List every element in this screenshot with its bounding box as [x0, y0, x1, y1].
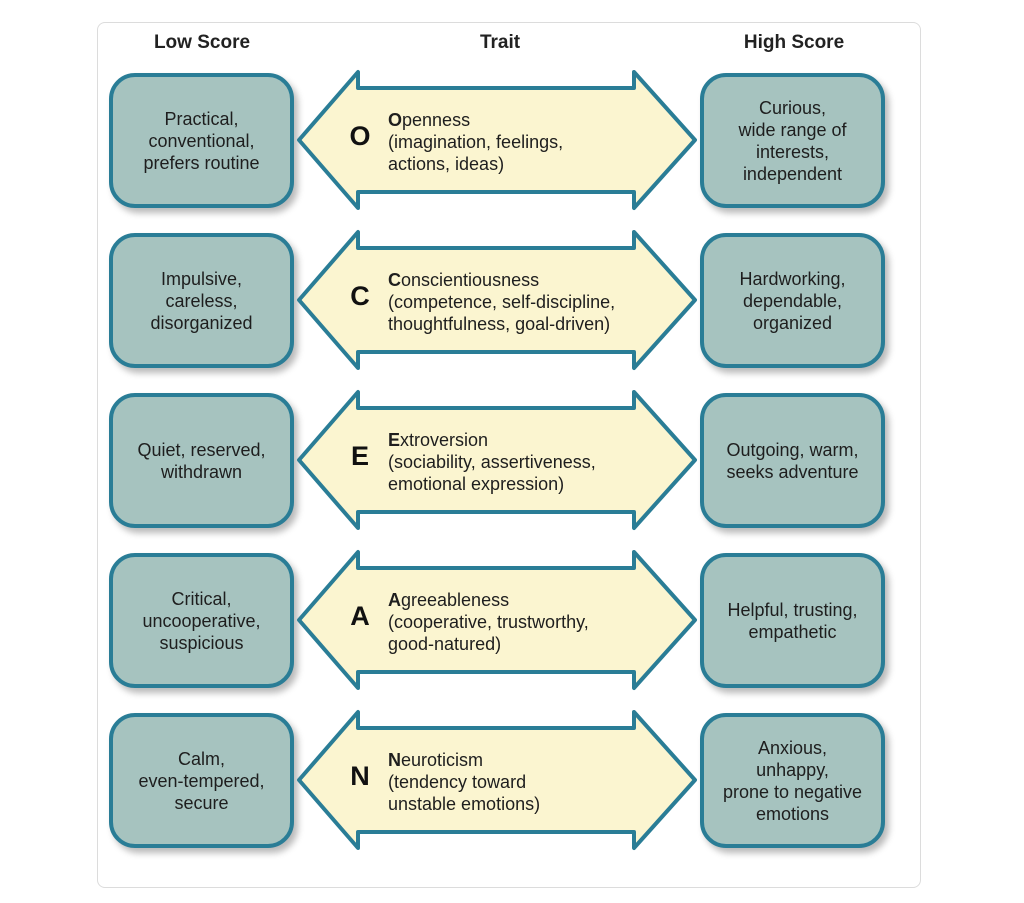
high-score-text: Curious, wide range of interests, indepe… [738, 97, 847, 184]
trait-letter: E [350, 441, 369, 471]
trait-name-rest: onscientiousness [401, 270, 540, 290]
trait-name: Extroversion [388, 429, 678, 451]
low-score-text: Impulsive, careless, disorganized [150, 268, 253, 333]
low-score-text: Quiet, reserved, withdrawn [137, 439, 266, 482]
trait-name: Neuroticism [388, 749, 678, 771]
trait-description: (tendency toward unstable emotions) [388, 772, 541, 814]
low-score-text: Practical, conventional, prefers routine [143, 108, 260, 173]
low-score-box: Calm, even-tempered, secure [109, 713, 294, 848]
trait-row-openness: Practical, conventional, prefers routine… [0, 70, 1024, 213]
high-score-box: Curious, wide range of interests, indepe… [700, 73, 885, 208]
trait-text-block: Openness (imagination, feelings, actions… [388, 109, 678, 175]
trait-name-rest: penness [402, 110, 471, 130]
high-score-box: Outgoing, warm, seeks adventure [700, 393, 885, 528]
low-score-text: Critical, uncooperative, suspicious [142, 588, 261, 653]
trait-name-rest: xtroversion [400, 430, 489, 450]
double-arrow-shape [297, 390, 697, 530]
trait-name: Conscientiousness [388, 269, 678, 291]
trait-description: (sociability, assertiveness, emotional e… [388, 452, 596, 494]
low-score-box: Quiet, reserved, withdrawn [109, 393, 294, 528]
trait-name-initial: A [388, 590, 401, 610]
trait-row-extroversion: Quiet, reserved, withdrawn E Extroversio… [0, 390, 1024, 533]
double-arrow-shape [297, 550, 697, 690]
trait-letter: O [349, 121, 371, 151]
trait-text-block: Neuroticism (tendency toward unstable em… [388, 749, 678, 815]
trait-letter: A [350, 601, 370, 631]
trait-description: (competence, self-discipline, thoughtful… [388, 292, 616, 334]
double-arrow-shape [297, 710, 697, 850]
header-trait: Trait [479, 32, 521, 53]
trait-letter: C [350, 281, 370, 311]
high-score-box: Hardworking, dependable, organized [700, 233, 885, 368]
trait-name: Openness [388, 109, 678, 131]
trait-row-conscientiousness: Impulsive, careless, disorganized C Cons… [0, 230, 1024, 373]
trait-name-initial: E [388, 430, 401, 450]
double-arrow-shape [297, 70, 697, 210]
trait-name-initial: N [388, 750, 401, 770]
high-score-text: Helpful, trusting, empathetic [727, 599, 858, 642]
trait-text-block: Conscientiousness (competence, self-disc… [388, 269, 678, 335]
high-score-box: Anxious, unhappy, prone to negative emot… [700, 713, 885, 848]
high-score-text: Outgoing, warm, seeks adventure [726, 439, 859, 482]
low-score-box: Practical, conventional, prefers routine [109, 73, 294, 208]
trait-name-rest: euroticism [401, 750, 484, 770]
low-score-box: Impulsive, careless, disorganized [109, 233, 294, 368]
header-high-score: High Score [743, 32, 845, 53]
trait-letter: N [350, 761, 370, 791]
high-score-text: Hardworking, dependable, organized [739, 268, 846, 333]
trait-text-block: Extroversion (sociability, assertiveness… [388, 429, 678, 495]
high-score-box: Helpful, trusting, empathetic [700, 553, 885, 688]
trait-row-neuroticism: Calm, even-tempered, secure N Neuroticis… [0, 710, 1024, 853]
trait-name: Agreeableness [388, 589, 678, 611]
double-arrow-shape [297, 230, 697, 370]
trait-name-initial: O [388, 110, 403, 130]
trait-description: (imagination, feelings, actions, ideas) [388, 132, 564, 174]
header-low-score: Low Score [153, 32, 251, 53]
trait-name-rest: greeableness [401, 590, 510, 610]
trait-row-agreeableness: Critical, uncooperative, suspicious A Ag… [0, 550, 1024, 693]
high-score-text: Anxious, unhappy, prone to negative emot… [722, 737, 863, 824]
low-score-text: Calm, even-tempered, secure [138, 748, 265, 813]
trait-text-block: Agreeableness (cooperative, trustworthy,… [388, 589, 678, 655]
trait-description: (cooperative, trustworthy, good-natured) [388, 612, 589, 654]
low-score-box: Critical, uncooperative, suspicious [109, 553, 294, 688]
trait-name-initial: C [388, 270, 401, 290]
